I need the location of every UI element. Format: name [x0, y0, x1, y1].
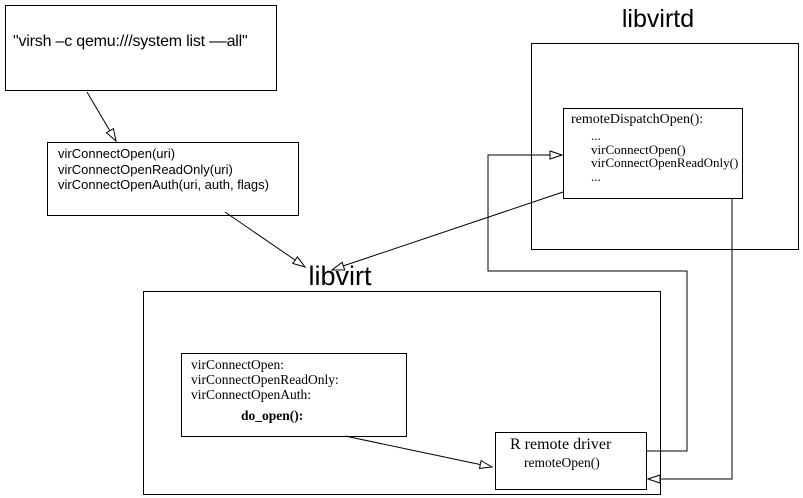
driver-impl-box: virConnectOpen: virConnectOpenReadOnly: … [181, 353, 407, 437]
dispatch-call-readonly: virConnectOpenReadOnly() [591, 155, 739, 170]
api-line-readonly: virConnectOpenReadOnly(uri) [58, 161, 233, 177]
remote-dispatch-box: remoteDispatchOpen(): ... virConnectOpen… [563, 108, 743, 199]
dispatch-title: remoteDispatchOpen(): [571, 112, 704, 127]
impl-line-readonly: virConnectOpenReadOnly: [191, 372, 339, 387]
remote-driver-title: R remote driver [510, 436, 612, 453]
dispatch-ellipsis-bottom: ... [591, 168, 601, 184]
arrow-api-to-libvirt [224, 211, 307, 268]
impl-line-auth: virConnectOpenAuth: [191, 387, 311, 402]
do-open-call: do_open(): [241, 408, 304, 423]
remote-open-call: remoteOpen() [524, 455, 600, 470]
arrow-doopen-to-remote-driver [344, 435, 494, 469]
arrow-virsh-to-api [86, 91, 117, 143]
driver-impl-lines: virConnectOpen: virConnectOpenReadOnly: … [191, 357, 339, 402]
api-line-auth: virConnectOpenAuth(uri, auth, flags) [58, 177, 269, 192]
libvirtd-box [531, 43, 799, 250]
libvirt-box [143, 291, 661, 495]
libvirt-label: libvirt [308, 261, 372, 291]
api-entrypoints-box: virConnectOpen(uri) virConnectOpenReadOn… [47, 142, 299, 216]
dispatch-body: ... virConnectOpen() virConnectOpenReadO… [591, 129, 738, 183]
dispatch-call-open: virConnectOpen() [591, 141, 686, 157]
dispatch-ellipsis-top: ... [591, 128, 601, 143]
arrow-remoteopen-to-dispatch [487, 150, 688, 452]
impl-line-open: virConnectOpen: [191, 357, 284, 372]
libvirtd-label: libvirtd [621, 5, 695, 33]
virsh-command-text: "virsh –c qemu:///system list ––all" [13, 33, 248, 50]
api-line-open: virConnectOpen(uri) [58, 146, 176, 161]
remote-driver-box: R remote driver remoteOpen() [495, 432, 647, 490]
api-entrypoints-lines: virConnectOpen(uri) virConnectOpenReadOn… [58, 146, 269, 193]
arrow-dispatch-to-libvirt [330, 191, 564, 271]
virsh-command-box: "virsh –c qemu:///system list ––all" [5, 5, 277, 91]
